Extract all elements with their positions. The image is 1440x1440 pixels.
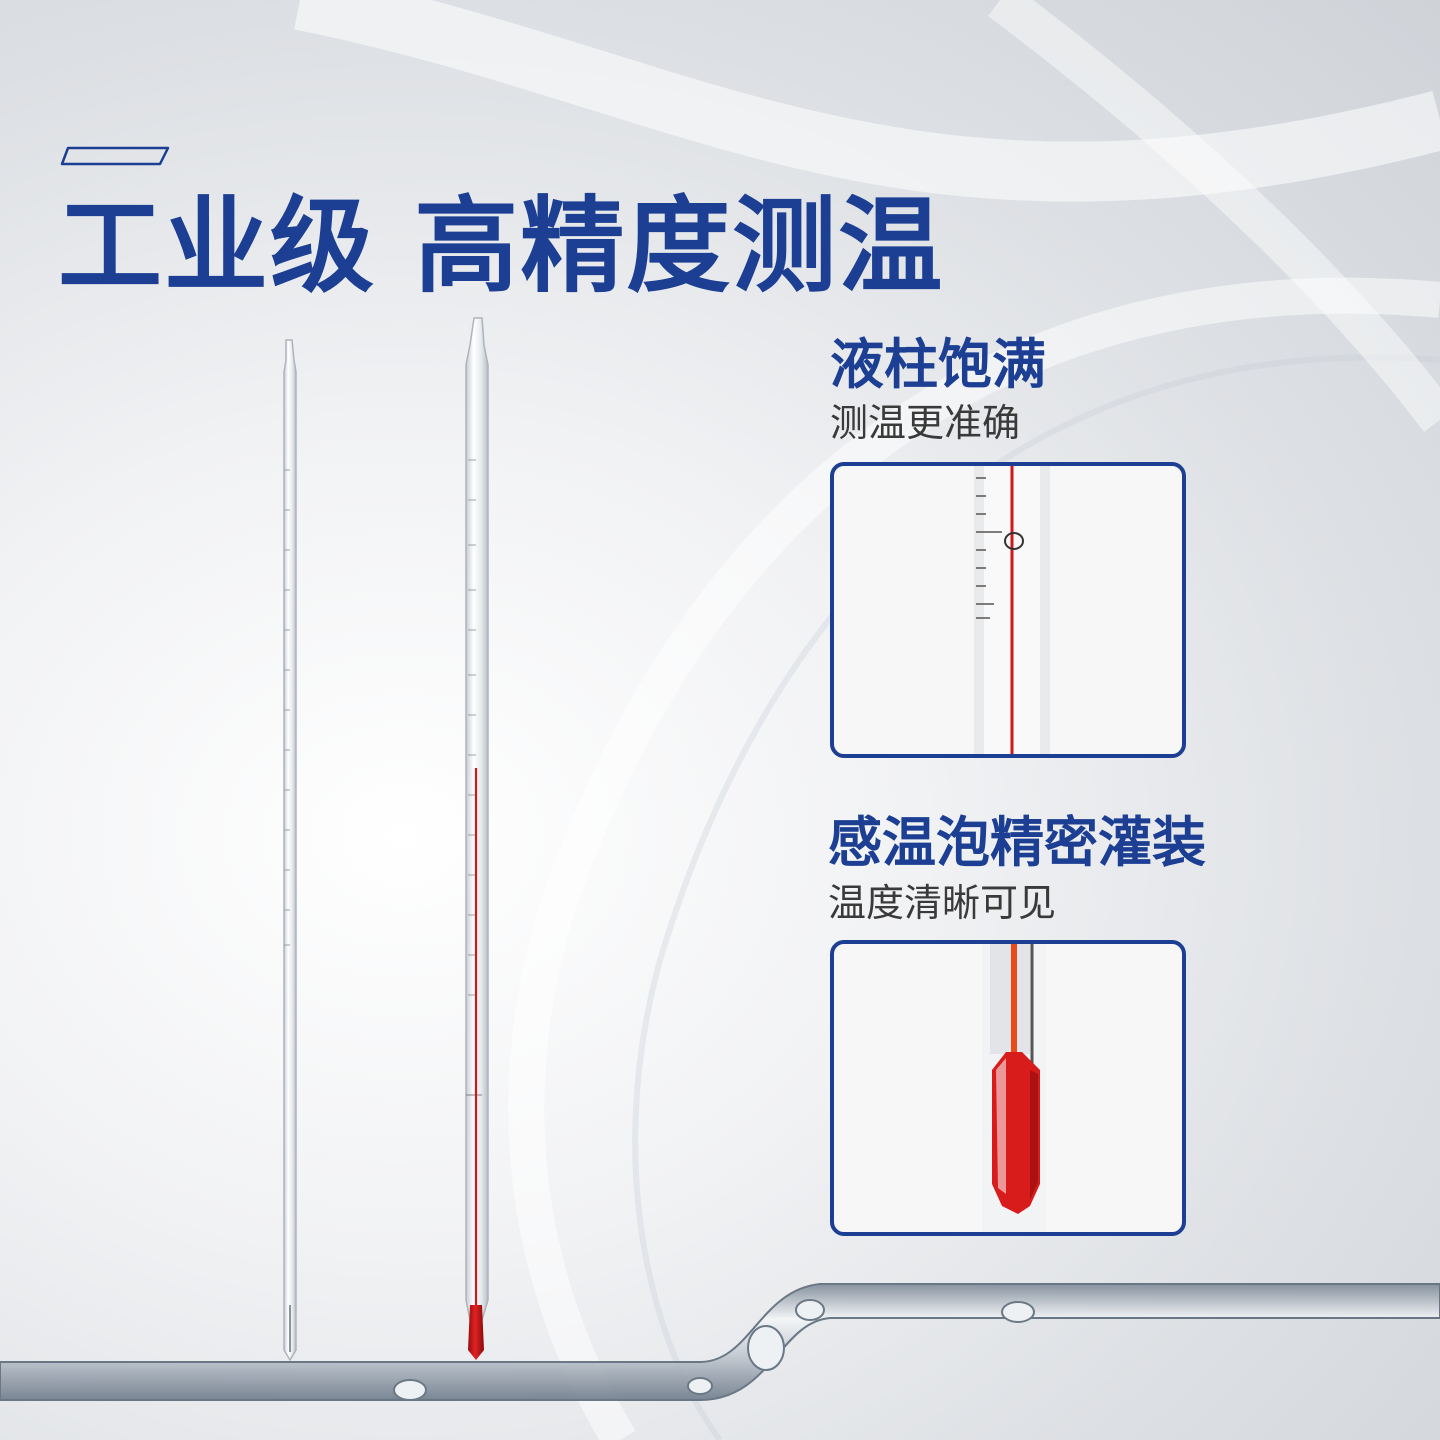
bulb-closeup bbox=[982, 944, 1046, 1232]
thermometer-clear bbox=[283, 339, 297, 1362]
liquid-column-closeup bbox=[974, 466, 1050, 754]
page-headline: 工业级 高精度测温 bbox=[58, 185, 945, 307]
thermometer-red bbox=[465, 317, 489, 1360]
glass-rod-decor bbox=[0, 1283, 1440, 1401]
feature-2-title: 感温泡精密灌装 bbox=[828, 811, 1206, 874]
feature-2-subtitle: 温度清晰可见 bbox=[828, 881, 1057, 925]
feature-2-image-card bbox=[830, 940, 1186, 1236]
title-tag-decoration bbox=[60, 146, 170, 166]
feature-1-image-card bbox=[830, 462, 1186, 758]
feature-1-subtitle: 测温更准确 bbox=[830, 401, 1021, 445]
feature-1-title: 液柱饱满 bbox=[830, 333, 1046, 396]
